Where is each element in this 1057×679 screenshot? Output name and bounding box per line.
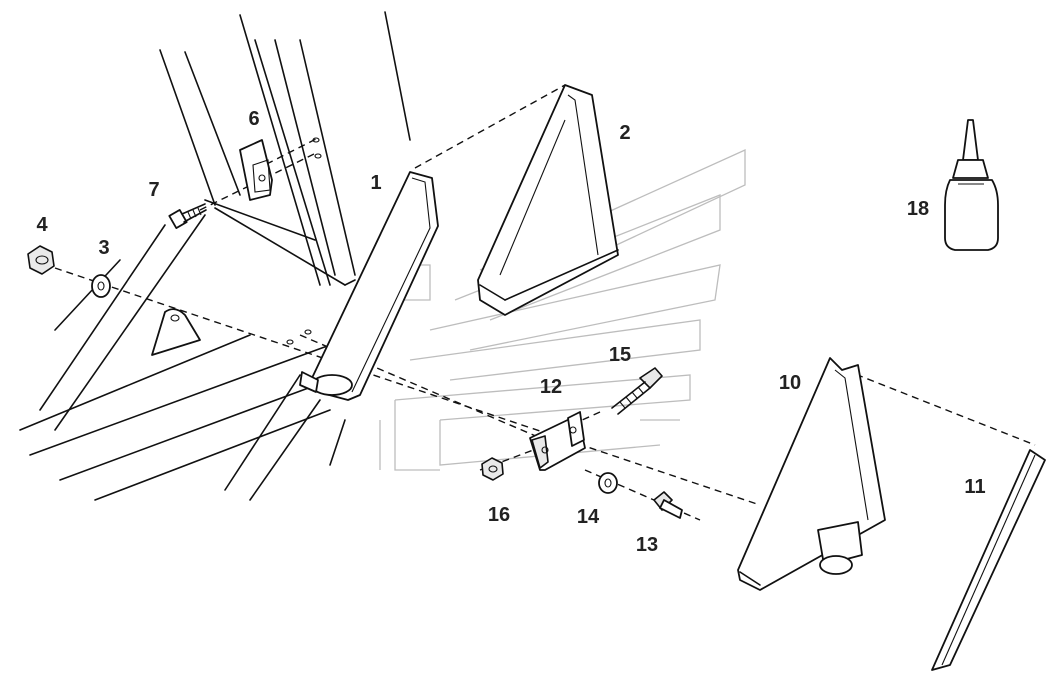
part-label-14: 14 bbox=[576, 506, 600, 528]
part-label-13: 13 bbox=[635, 534, 659, 556]
part-18-bottle bbox=[944, 119, 999, 251]
part-label-2: 2 bbox=[619, 122, 631, 144]
part-label-11: 11 bbox=[964, 476, 986, 498]
part-14-washer bbox=[598, 472, 618, 494]
part-2-panel bbox=[477, 84, 619, 316]
cab-frame bbox=[19, 11, 411, 501]
part-label-10: 10 bbox=[778, 372, 802, 394]
part-13-bolt bbox=[653, 491, 683, 519]
part-12-hinge bbox=[529, 411, 586, 471]
mount-bracket bbox=[151, 308, 201, 356]
part-4-nut bbox=[27, 245, 55, 275]
part-15-bolt bbox=[611, 367, 663, 415]
part-11-strip bbox=[931, 449, 1046, 671]
part-label-6: 6 bbox=[248, 108, 260, 130]
part-label-3: 3 bbox=[98, 237, 110, 259]
hole-marks bbox=[286, 137, 322, 345]
part-10-panel bbox=[737, 357, 886, 591]
part-label-7: 7 bbox=[148, 179, 160, 201]
part-label-12: 12 bbox=[539, 376, 563, 398]
part-6-clip bbox=[239, 139, 273, 201]
part-label-15: 15 bbox=[608, 344, 632, 366]
part-label-18: 18 bbox=[906, 198, 930, 220]
part-label-16: 16 bbox=[487, 504, 511, 526]
part-1-arm bbox=[299, 171, 439, 401]
part-7-screw bbox=[168, 203, 207, 229]
part-16-nut bbox=[481, 457, 504, 481]
part-label-4: 4 bbox=[36, 214, 48, 236]
part-3-washer bbox=[91, 274, 111, 298]
part-label-1: 1 bbox=[370, 172, 382, 194]
